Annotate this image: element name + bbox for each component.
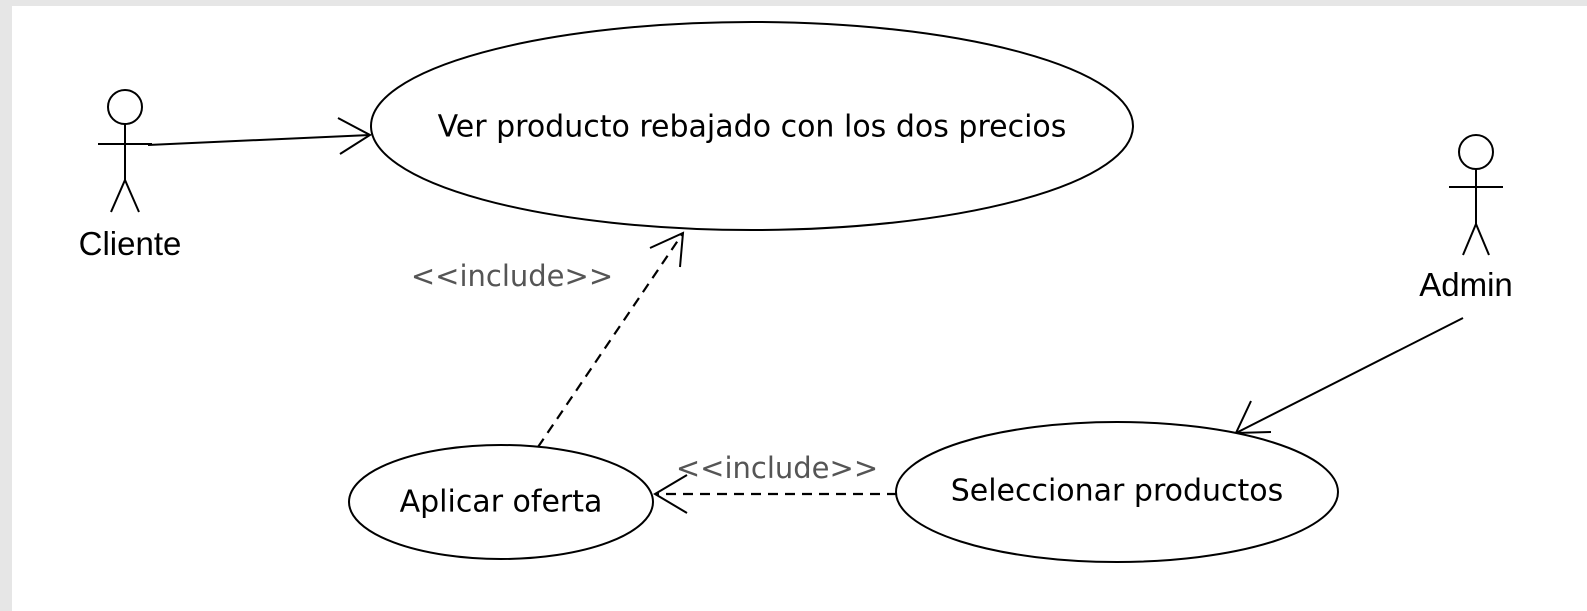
include-label: <<include>> <box>676 451 878 485</box>
actor-right-leg <box>124 179 140 213</box>
open-arrowhead <box>337 117 372 155</box>
open-arrowhead <box>649 231 685 268</box>
include-label: <<include>> <box>411 259 613 293</box>
actor-admin[interactable]: Admin <box>1419 134 1513 303</box>
actor-left-leg <box>1462 223 1477 256</box>
use-case-ver-producto[interactable]: Ver producto rebajado con los dos precio… <box>370 21 1134 231</box>
use-case-label: Aplicar oferta <box>400 485 603 520</box>
association-line <box>147 134 371 146</box>
use-case-seleccionar-productos[interactable]: Seleccionar productos <box>895 421 1339 563</box>
actor-head <box>1458 134 1494 170</box>
use-case-aplicar-oferta[interactable]: Aplicar oferta <box>348 444 654 560</box>
open-arrowhead <box>653 474 688 514</box>
use-case-label: Ver producto rebajado con los dos precio… <box>438 110 1067 145</box>
association-cliente-ver-producto <box>147 117 372 155</box>
actor-right-leg <box>1475 223 1490 256</box>
use-case-label: Seleccionar productos <box>951 474 1284 509</box>
use-case-ellipse <box>370 21 1134 231</box>
use-case-ellipse <box>348 444 654 560</box>
association-admin-seleccionar <box>1234 317 1464 435</box>
actor-cliente-label: Cliente <box>79 225 182 262</box>
include-aplicar-ver-producto: <<include>> <box>411 231 685 448</box>
actor-admin-label: Admin <box>1419 266 1513 303</box>
use-case-ellipse <box>895 421 1339 563</box>
actor-cliente[interactable]: Cliente <box>79 89 182 262</box>
association-line <box>1235 317 1464 434</box>
actor-head <box>107 89 143 125</box>
include-dashed-line <box>537 232 684 448</box>
include-seleccionar-aplicar: <<include>> <box>653 451 897 514</box>
actor-left-leg <box>110 179 126 213</box>
